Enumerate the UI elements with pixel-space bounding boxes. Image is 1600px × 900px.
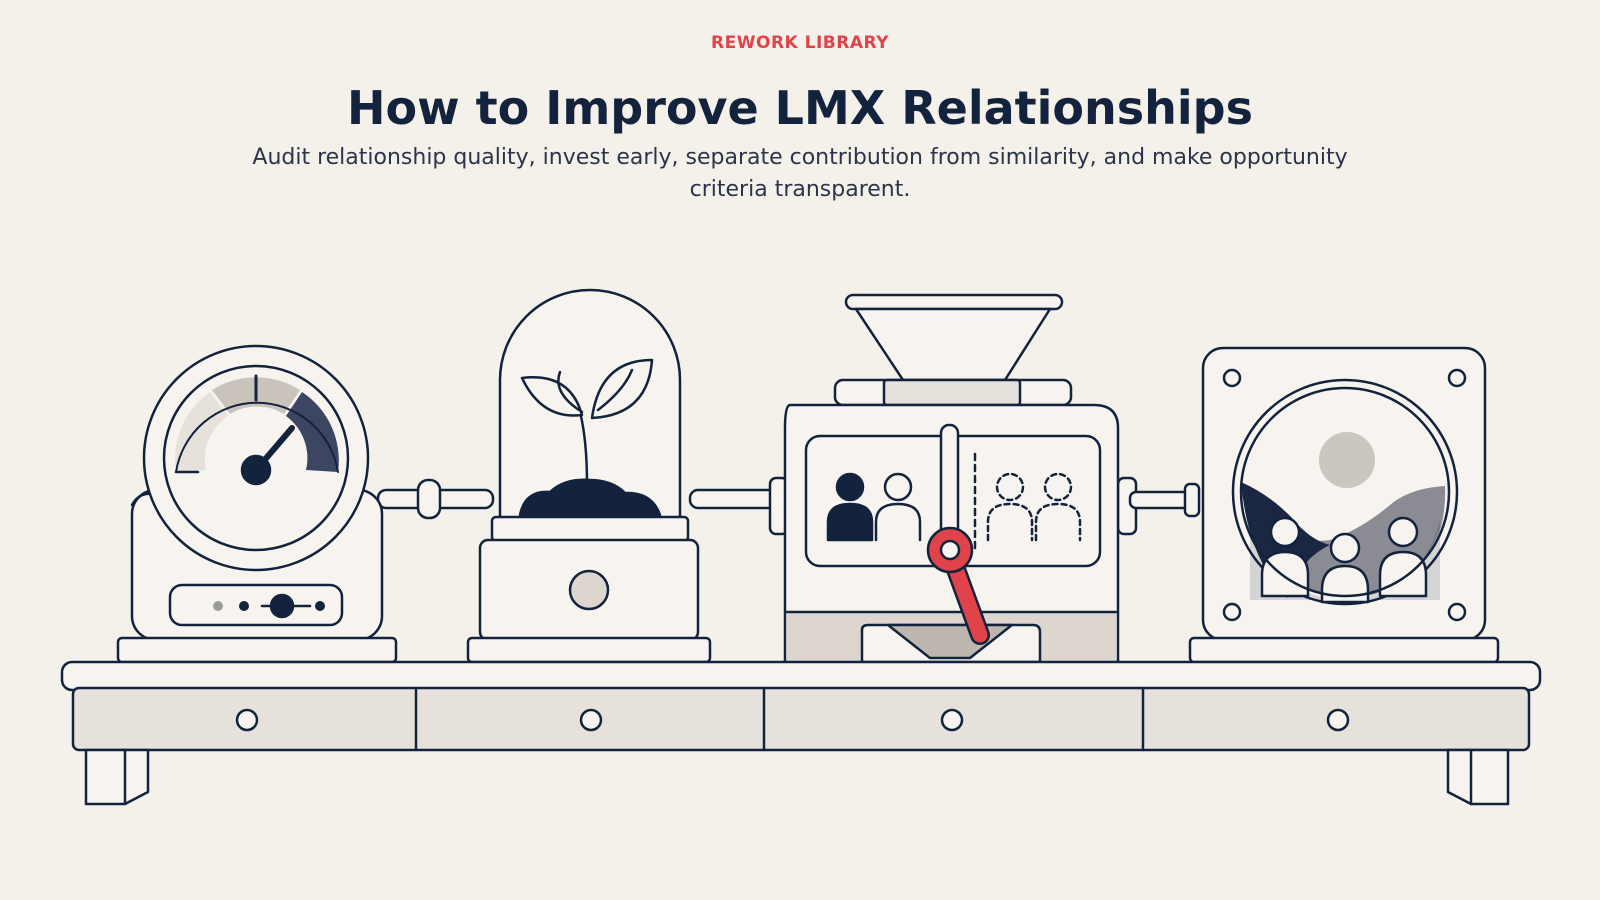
porthole-machine [1188, 346, 1500, 664]
sprout-machine [466, 288, 712, 664]
sprout-icon [518, 358, 662, 517]
crank-handle [926, 526, 990, 645]
people-sorter-icon [826, 472, 1082, 542]
eyebrow-label: REWORK LIBRARY [711, 33, 889, 53]
porthole-icon [1231, 378, 1459, 606]
sorter-machine [783, 293, 1120, 684]
page-title: How to Improve LMX Relationships [347, 81, 1253, 135]
gauge-icon [174, 374, 339, 486]
page-subtitle: Audit relationship quality, invest early… [252, 145, 1348, 202]
gauge-machine [116, 344, 398, 664]
workbench [60, 660, 1542, 806]
machine-bench-illustration [60, 288, 1542, 806]
